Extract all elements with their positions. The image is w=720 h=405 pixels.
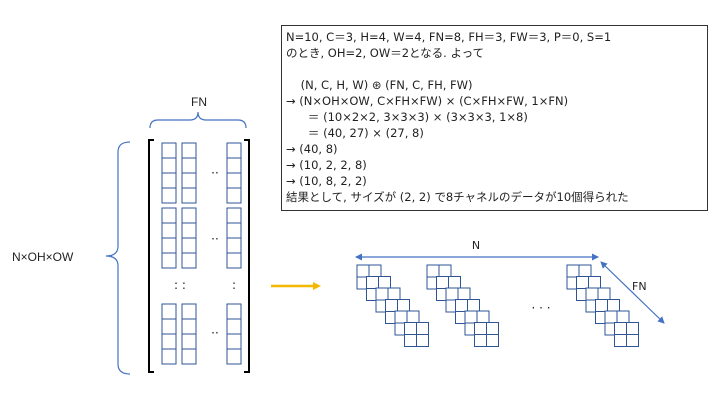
fn-label: FN xyxy=(191,95,207,109)
matrix-cell xyxy=(161,207,177,224)
matrix-columns xyxy=(161,142,242,365)
matrix-cell xyxy=(181,252,197,269)
matrix-cell xyxy=(161,157,177,174)
matrix-cell xyxy=(181,333,197,350)
formula-line: N=10, C＝3, H=4, W=4, FN=8, FH＝3, FW＝3, P… xyxy=(286,30,612,44)
matrix-cell xyxy=(181,187,197,204)
formula-line: (N, C, H, W) ⊛ (FN, C, FH, FW) xyxy=(286,78,473,92)
cube-stack xyxy=(566,264,639,347)
formula-line: → (40, 8) xyxy=(286,142,338,156)
matrix-cell xyxy=(181,207,197,224)
matrix-dots: ·· xyxy=(211,166,219,180)
matrix-cell xyxy=(226,237,242,254)
matrix-block xyxy=(181,142,197,204)
formula-line: → (10, 8, 2, 2) xyxy=(286,174,367,188)
matrix-cell xyxy=(226,333,242,350)
formula-line: 結果として, サイズが (2, 2) で8チャネルのデータが10個得られた xyxy=(286,190,629,204)
feature-map-tile xyxy=(474,322,499,347)
matrix-cell xyxy=(226,157,242,174)
cube-stack xyxy=(426,264,499,347)
formula-line: のとき, OH=2, OW＝2となる. よって xyxy=(286,46,485,60)
matrix-cell xyxy=(181,157,197,174)
matrix-dots: ·· xyxy=(211,232,219,246)
matrix-left-bracket xyxy=(148,139,154,373)
feature-map-tile xyxy=(404,322,429,347)
matrix-block xyxy=(161,207,177,269)
matrix-cell xyxy=(181,237,197,254)
fn-diag-arrow xyxy=(600,261,665,324)
formula-box: N=10, C＝3, H=4, W=4, FN=8, FH＝3, FW＝3, P… xyxy=(281,25,708,211)
matrix-cell xyxy=(181,222,197,239)
matrix-cell xyxy=(161,172,177,189)
rows-brace xyxy=(105,141,131,375)
matrix-cell xyxy=(161,142,177,159)
matrix-block xyxy=(226,142,242,204)
matrix-right-bracket xyxy=(244,139,250,373)
cube-dots: · · · xyxy=(531,301,550,315)
matrix-cell xyxy=(161,222,177,239)
matrix-cell xyxy=(161,303,177,320)
fn-brace xyxy=(149,111,247,129)
formula-line: → (N×OH×OW, C×FH×FW) × (C×FH×FW, 1×FN) xyxy=(286,94,569,108)
matrix-cell xyxy=(226,303,242,320)
matrix-cell xyxy=(161,318,177,335)
matrix-cell xyxy=(226,187,242,204)
matrix-dots: : xyxy=(232,278,236,292)
matrix-cell xyxy=(181,348,197,365)
matrix-cell xyxy=(226,348,242,365)
matrix-cell xyxy=(161,333,177,350)
matrix-cell xyxy=(181,142,197,159)
feature-map-tile xyxy=(614,322,639,347)
fn-diag-label: FN xyxy=(632,280,647,293)
matrix-cell xyxy=(226,142,242,159)
formula-line: ＝ (10×2×2, 3×3×3) × (3×3×3, 1×8) xyxy=(286,110,528,124)
matrix-cell xyxy=(226,222,242,239)
matrix-cell xyxy=(181,318,197,335)
rows-label: N×OH×OW xyxy=(12,250,74,264)
matrix-block xyxy=(226,303,242,365)
matrix-block xyxy=(181,303,197,365)
matrix-block xyxy=(161,142,177,204)
matrix-block xyxy=(161,303,177,365)
matrix-cell xyxy=(181,303,197,320)
matrix-dots: ·· xyxy=(211,326,219,340)
matrix-block xyxy=(181,207,197,269)
formula-line: → (10, 2, 2, 8) xyxy=(286,158,367,172)
matrix-cell xyxy=(161,348,177,365)
matrix-block xyxy=(226,207,242,269)
matrix-cell xyxy=(161,252,177,269)
matrix-cell xyxy=(226,252,242,269)
output-cubes xyxy=(356,264,639,347)
matrix-cell xyxy=(226,318,242,335)
formula-line: ＝ (40, 27) × (27, 8) xyxy=(286,126,424,140)
matrix-cell xyxy=(181,172,197,189)
matrix-dots: : : xyxy=(174,278,186,292)
matrix-cell xyxy=(226,172,242,189)
matrix-cell xyxy=(161,187,177,204)
matrix-cell xyxy=(226,207,242,224)
matrix-cell xyxy=(161,237,177,254)
cube-stack xyxy=(356,264,429,347)
n-label: N xyxy=(472,239,480,252)
